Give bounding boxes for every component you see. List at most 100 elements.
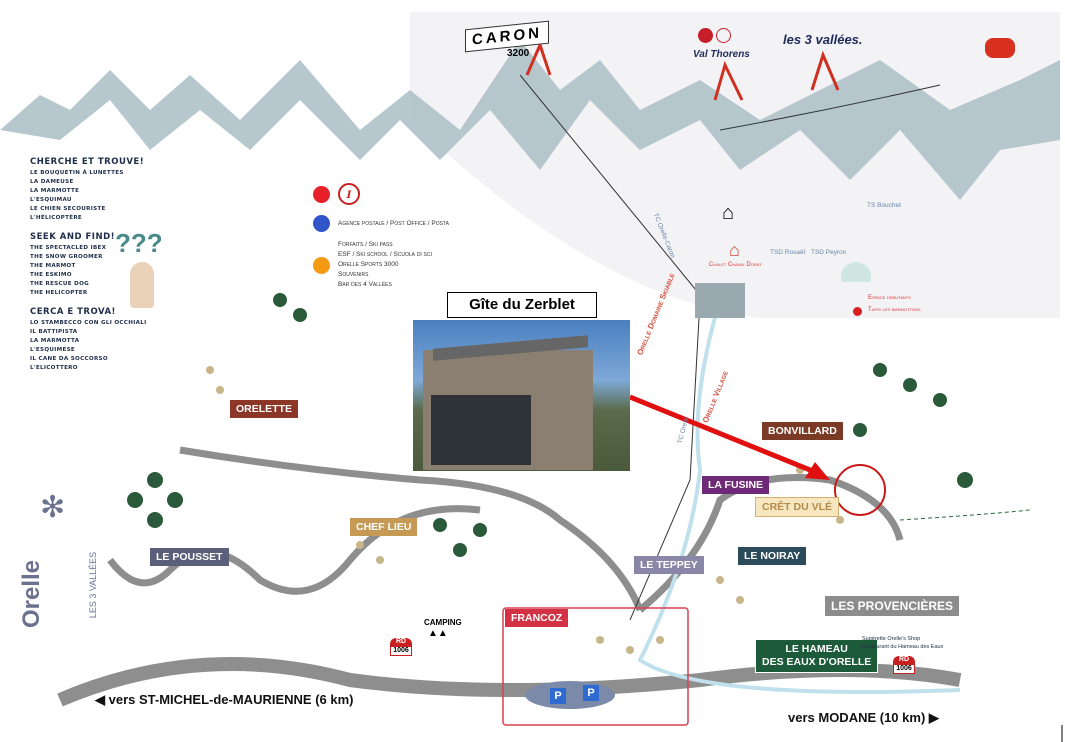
village-le-pousset[interactable]: LE POUSSET — [150, 548, 229, 566]
river — [637, 299, 961, 694]
village-le-teppey[interactable]: LE TEPPEY — [634, 556, 704, 574]
village-le-hameau[interactable]: LE HAMEAU DES EAUX D'ORELLE — [755, 639, 879, 673]
gite-location-circle — [834, 464, 886, 516]
hunt-item: THE RESCUE DOG — [30, 281, 90, 287]
trail — [899, 509, 1031, 521]
hunt-item: L'ELICOTTERO — [30, 365, 78, 371]
hunt-item: THE SPECTACLED IBEX — [30, 245, 107, 251]
rd-number: 1006 — [390, 646, 412, 656]
down-arrows-icon — [525, 40, 840, 101]
lift-label: TSD Peyron — [811, 249, 847, 256]
info-dot — [313, 185, 330, 203]
post-dot — [313, 215, 330, 232]
legend: i Agence postale / Post Office / Posta F… — [313, 183, 449, 290]
parking-area — [525, 681, 615, 709]
village-bonvillard[interactable]: BONVILLARD — [762, 422, 843, 440]
village-le-noiray[interactable]: LE NOIRAY — [738, 547, 807, 565]
orelle-logo: ✻ Orelle LES 3 VALLÉES — [18, 490, 98, 635]
hunt-item: L'HÉLICOPTÈRE — [30, 215, 83, 221]
direction-left: ◀ vers ST-MICHEL-de-MAURIENNE (6 km) — [95, 692, 354, 707]
arrow-head-icon — [805, 462, 830, 480]
hunt-item: LE CHIEN SECOURISTE — [30, 206, 106, 212]
hunt-item: L'ESQUIMAU — [30, 197, 72, 203]
hunt-item: THE ESKIMO — [30, 272, 72, 278]
hunt-item: LA MARMOTTE — [30, 188, 80, 194]
village-road — [179, 446, 644, 612]
caron-altitude: 3200 — [507, 48, 530, 59]
legend-item: Souvenirs — [338, 271, 369, 278]
hameau-line2: DES EAUX D'ORELLE — [762, 656, 872, 668]
logo-name: Orelle — [18, 559, 46, 629]
chalet-label: Chalet Chaval Dorat — [709, 262, 762, 268]
lift-label: TSD Rosaël — [770, 249, 806, 256]
service-item: Restaurant du Hameau des Eaux — [862, 644, 944, 650]
restaurant-icon: ⌂ — [729, 240, 740, 260]
village-francoz[interactable]: FRANCOZ — [505, 609, 569, 627]
helicopter-icon — [985, 38, 1015, 58]
legend-item: Orelle Sports 3000 — [338, 261, 399, 268]
gite-photo-card: Gîte du Zerblet — [413, 290, 630, 471]
beginners-label: Espace débutants — [868, 295, 911, 301]
parking-icon: P — [550, 688, 566, 704]
lift-label: TS Bouchet — [867, 202, 901, 209]
val-thorens-logo-icon — [698, 28, 731, 43]
hunt-item: LA DAMEUSE — [30, 179, 74, 185]
snowflake-icon: ✻ — [40, 491, 66, 524]
village-les-provencieres[interactable]: LES PROVENCIÈRES — [825, 596, 960, 616]
rd-number: 1006 — [893, 664, 915, 674]
hunt-item: THE MARMOT — [30, 263, 76, 269]
hameau-line1: LE HAMEAU — [785, 643, 848, 655]
marmottons-label: Tapis les marmottons — [868, 307, 921, 313]
gite-title: Gîte du Zerblet — [447, 292, 597, 318]
rd-text: RD — [893, 656, 915, 664]
shop-dot — [313, 256, 330, 274]
village-orelette[interactable]: ORELETTE — [230, 400, 299, 418]
chairlift-cable — [719, 84, 941, 131]
rd-text: RD — [390, 638, 412, 646]
it-title: CERCA E TROVA! — [30, 307, 116, 317]
igloo-icon — [841, 262, 871, 282]
no-entry-icon — [853, 307, 862, 316]
hunt-item: THE HELICOPTER — [30, 290, 88, 296]
trois-vallees-logo: les 3 vallées. — [783, 32, 863, 47]
caron-text: CARON — [472, 24, 542, 49]
rd-badge: RD 1006 — [390, 638, 412, 656]
hameau-services: Supérette Orelle's Shop Restaurant du Ha… — [862, 635, 943, 651]
parking-icon: P — [583, 685, 599, 701]
location-arrow — [629, 394, 816, 475]
direction-right-text: vers MODANE (10 km) — [788, 710, 926, 725]
mountains — [0, 40, 1060, 200]
legend-item: ESF / Ski school / Scuola di sci — [338, 251, 432, 258]
legend-item: Forfaits / Ski pass — [338, 241, 393, 248]
first-aid-house-icon: ⌂ — [722, 202, 735, 224]
village-cret-du-vle[interactable]: CRÊT DU VLÉ — [755, 497, 840, 517]
trees — [127, 293, 973, 557]
legend-post: Agence postale / Post Office / Posta — [338, 220, 449, 227]
rd-badge: RD 1006 — [893, 656, 915, 674]
gondola-station-icon — [695, 283, 745, 318]
hunt-item: LO STAMBECCO CON GLI OCCHIALI — [30, 320, 147, 326]
houses — [206, 366, 844, 654]
direction-right: vers MODANE (10 km) ▶ — [788, 710, 939, 725]
en-title: SEEK AND FIND! — [30, 232, 116, 242]
hunt-item: LE BOUQUETIN À LUNETTES — [30, 170, 124, 176]
gondola-cable — [519, 74, 701, 296]
info-icon: i — [338, 183, 360, 205]
logo-sub: LES 3 VALLÉES — [88, 551, 99, 619]
camping-icon: ▲▲ — [428, 628, 448, 639]
val-thorens-label: Val Thorens — [693, 49, 750, 60]
hunt-item: IL CANE DA SOCCORSO — [30, 356, 108, 362]
question-marks-icon: ??? — [115, 228, 163, 258]
village-chef-lieu[interactable]: CHEF LIEU — [350, 518, 418, 536]
hunt-item: LA MARMOTTA — [30, 338, 80, 344]
service-item: Supérette Orelle's Shop — [862, 636, 921, 642]
hunt-item: IL BATTIPISTA — [30, 329, 78, 335]
seek-and-find-list: CHERCHE ET TROUVE! LE BOUQUETIN À LUNETT… — [30, 157, 146, 373]
village-la-fusine[interactable]: LA FUSINE — [702, 476, 770, 494]
hunt-item: L'ESQUIMESE — [30, 347, 76, 353]
legend-item: Bar des 4 Vallées — [338, 281, 392, 288]
fr-title: CHERCHE ET TROUVE! — [30, 157, 145, 167]
hunt-item: THE SNOW GROOMER — [30, 254, 103, 260]
gite-photo — [413, 320, 630, 471]
